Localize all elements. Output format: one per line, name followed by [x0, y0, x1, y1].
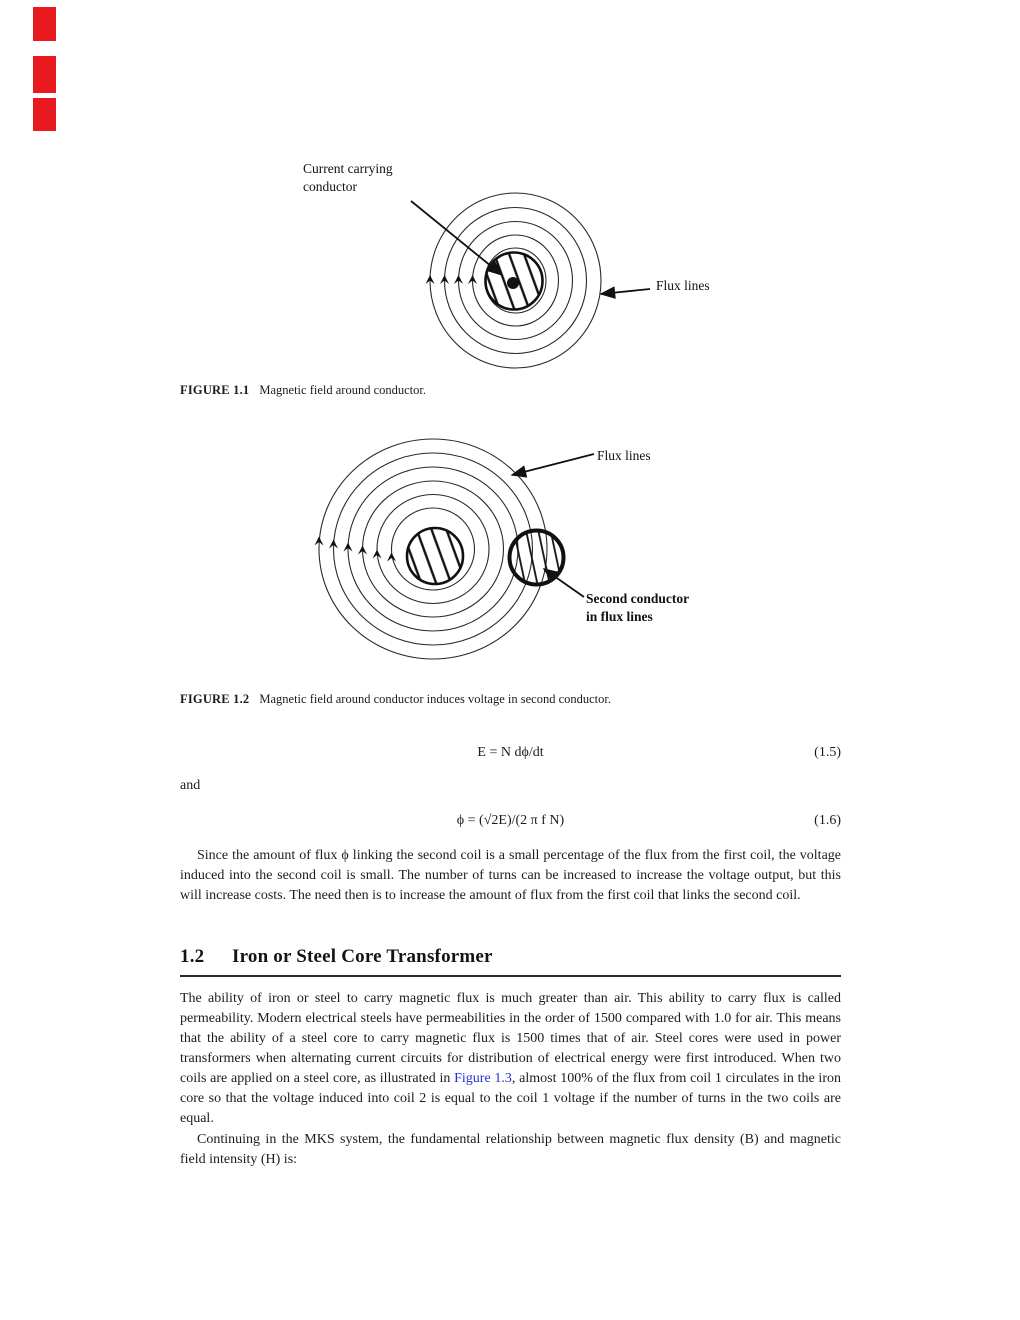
fig2-induction-diagram	[314, 438, 595, 660]
fig1-current-dot	[507, 277, 519, 289]
fig1-caption-tag: FIGURE 1.1	[180, 383, 250, 397]
section-number: 1.2	[180, 946, 205, 967]
fig1-conductor-pointer-arrow	[410, 200, 504, 276]
equation-connector-and: and	[180, 778, 201, 793]
section-heading-rule	[180, 975, 841, 977]
fig2-caption-tag: FIGURE 1.2	[180, 692, 250, 706]
fig1-flux-direction-arrows	[425, 275, 477, 284]
fig1-flux-pointer-arrow	[599, 286, 651, 299]
equation-1-5: E = N dϕ/dt (1.5)	[180, 745, 841, 765]
equation-1-5-number: (1.5)	[814, 745, 841, 760]
paragraph-permeability: The ability of iron or steel to carry ma…	[180, 989, 841, 1129]
paragraph-flux-linking: Since the amount of flux ϕ linking the s…	[180, 848, 841, 903]
fig1-magnetic-field-diagram	[410, 192, 651, 369]
fig2-flux-pointer-arrow	[510, 453, 595, 478]
figure-1-3-link[interactable]: Figure 1.3	[454, 1071, 512, 1086]
red-scan-mark	[33, 56, 56, 93]
fig2-first-conductor-circle	[405, 526, 465, 586]
section-heading: 1.2 Iron or Steel Core Transformer	[180, 946, 841, 968]
fig2-caption: FIGURE 1.2 Magnetic field around conducto…	[180, 692, 860, 707]
fig2-flux-direction-arrows	[314, 536, 396, 562]
fig2-flux-label: Flux lines	[597, 448, 651, 463]
paragraph-permeability-text-2: , almost 100% of the flux from coil 1 ci…	[180, 1071, 841, 1126]
equation-1-5-body: E = N dϕ/dt	[477, 745, 544, 760]
fig2-second-conductor-label: Second conductor in flux lines	[586, 591, 690, 624]
red-scan-mark	[33, 7, 56, 41]
red-scan-mark	[33, 98, 56, 131]
paragraph-mks-system: Continuing in the MKS system, the fundam…	[180, 1132, 841, 1167]
equation-1-6-number: (1.6)	[814, 813, 841, 828]
fig2-second-conductor-pointer-arrow	[542, 568, 585, 598]
fig1-caption-text: Magnetic field around conductor.	[259, 383, 426, 397]
fig1-conductor-label: Current carrying conductor	[303, 161, 393, 194]
equation-1-6: ϕ = (√2E)/(2 π f N) (1.6)	[180, 813, 841, 833]
fig1-caption: FIGURE 1.1 Magnetic field around conducto…	[180, 383, 860, 398]
fig1-flux-label: Flux lines	[656, 278, 710, 293]
paragraph-permeability-text-1: The ability of iron or steel to carry ma…	[180, 991, 841, 1086]
equation-1-6-body: ϕ = (√2E)/(2 π f N)	[456, 813, 565, 828]
section-title: Iron or Steel Core Transformer	[232, 946, 493, 967]
fig2-caption-text: Magnetic field around conductor induces …	[259, 692, 612, 706]
